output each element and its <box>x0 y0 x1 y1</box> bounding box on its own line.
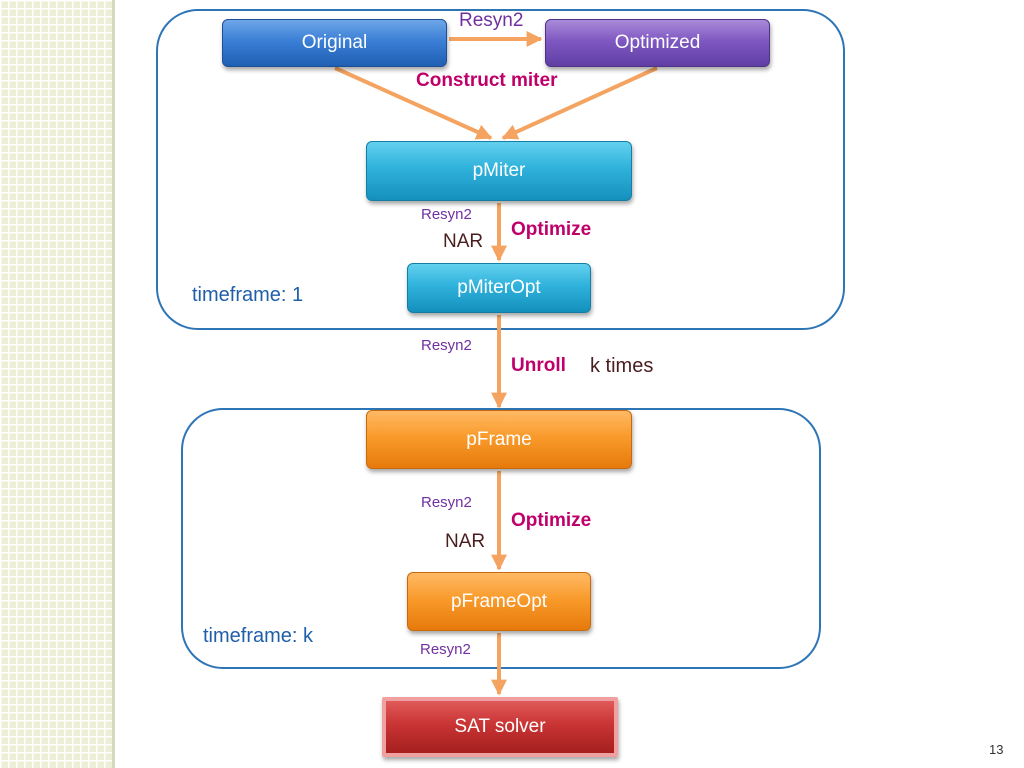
side-pattern-edge <box>112 0 115 768</box>
optimized-node: Optimized <box>545 19 770 67</box>
arrow-original-to-pmiter <box>334 66 493 140</box>
resyn2-label-d: Resyn2 <box>420 641 471 658</box>
sat-solver-node: SAT solver <box>382 697 618 757</box>
pframeopt-node: pFrameOpt <box>407 572 591 631</box>
pmiter-node: pMiter <box>366 141 632 201</box>
resyn2-top-label: Resyn2 <box>459 10 524 31</box>
page-number: 13 <box>989 742 1004 757</box>
pframe-node: pFrame <box>366 410 632 469</box>
unroll-label: Unroll <box>511 355 566 376</box>
resyn2-label-c: Resyn2 <box>421 494 472 511</box>
nar-label-1: NAR <box>443 231 484 252</box>
k-times-label: k times <box>590 355 654 377</box>
nar-label-2: NAR <box>445 531 486 552</box>
resyn2-label-b: Resyn2 <box>421 337 472 354</box>
timeframe-1-label: timeframe: 1 <box>192 284 304 306</box>
construct-miter-label: Construct miter <box>416 70 558 91</box>
original-node: Original <box>222 19 447 67</box>
resyn2-label-a: Resyn2 <box>421 206 472 223</box>
timeframe-k-label: timeframe: k <box>203 625 314 647</box>
optimize-label-2: Optimize <box>511 510 592 531</box>
pmiteropt-node: pMiterOpt <box>407 263 591 313</box>
side-pattern-decoration <box>0 0 112 768</box>
arrow-optimized-to-pmiter <box>501 66 658 140</box>
optimize-label-1: Optimize <box>511 219 592 240</box>
